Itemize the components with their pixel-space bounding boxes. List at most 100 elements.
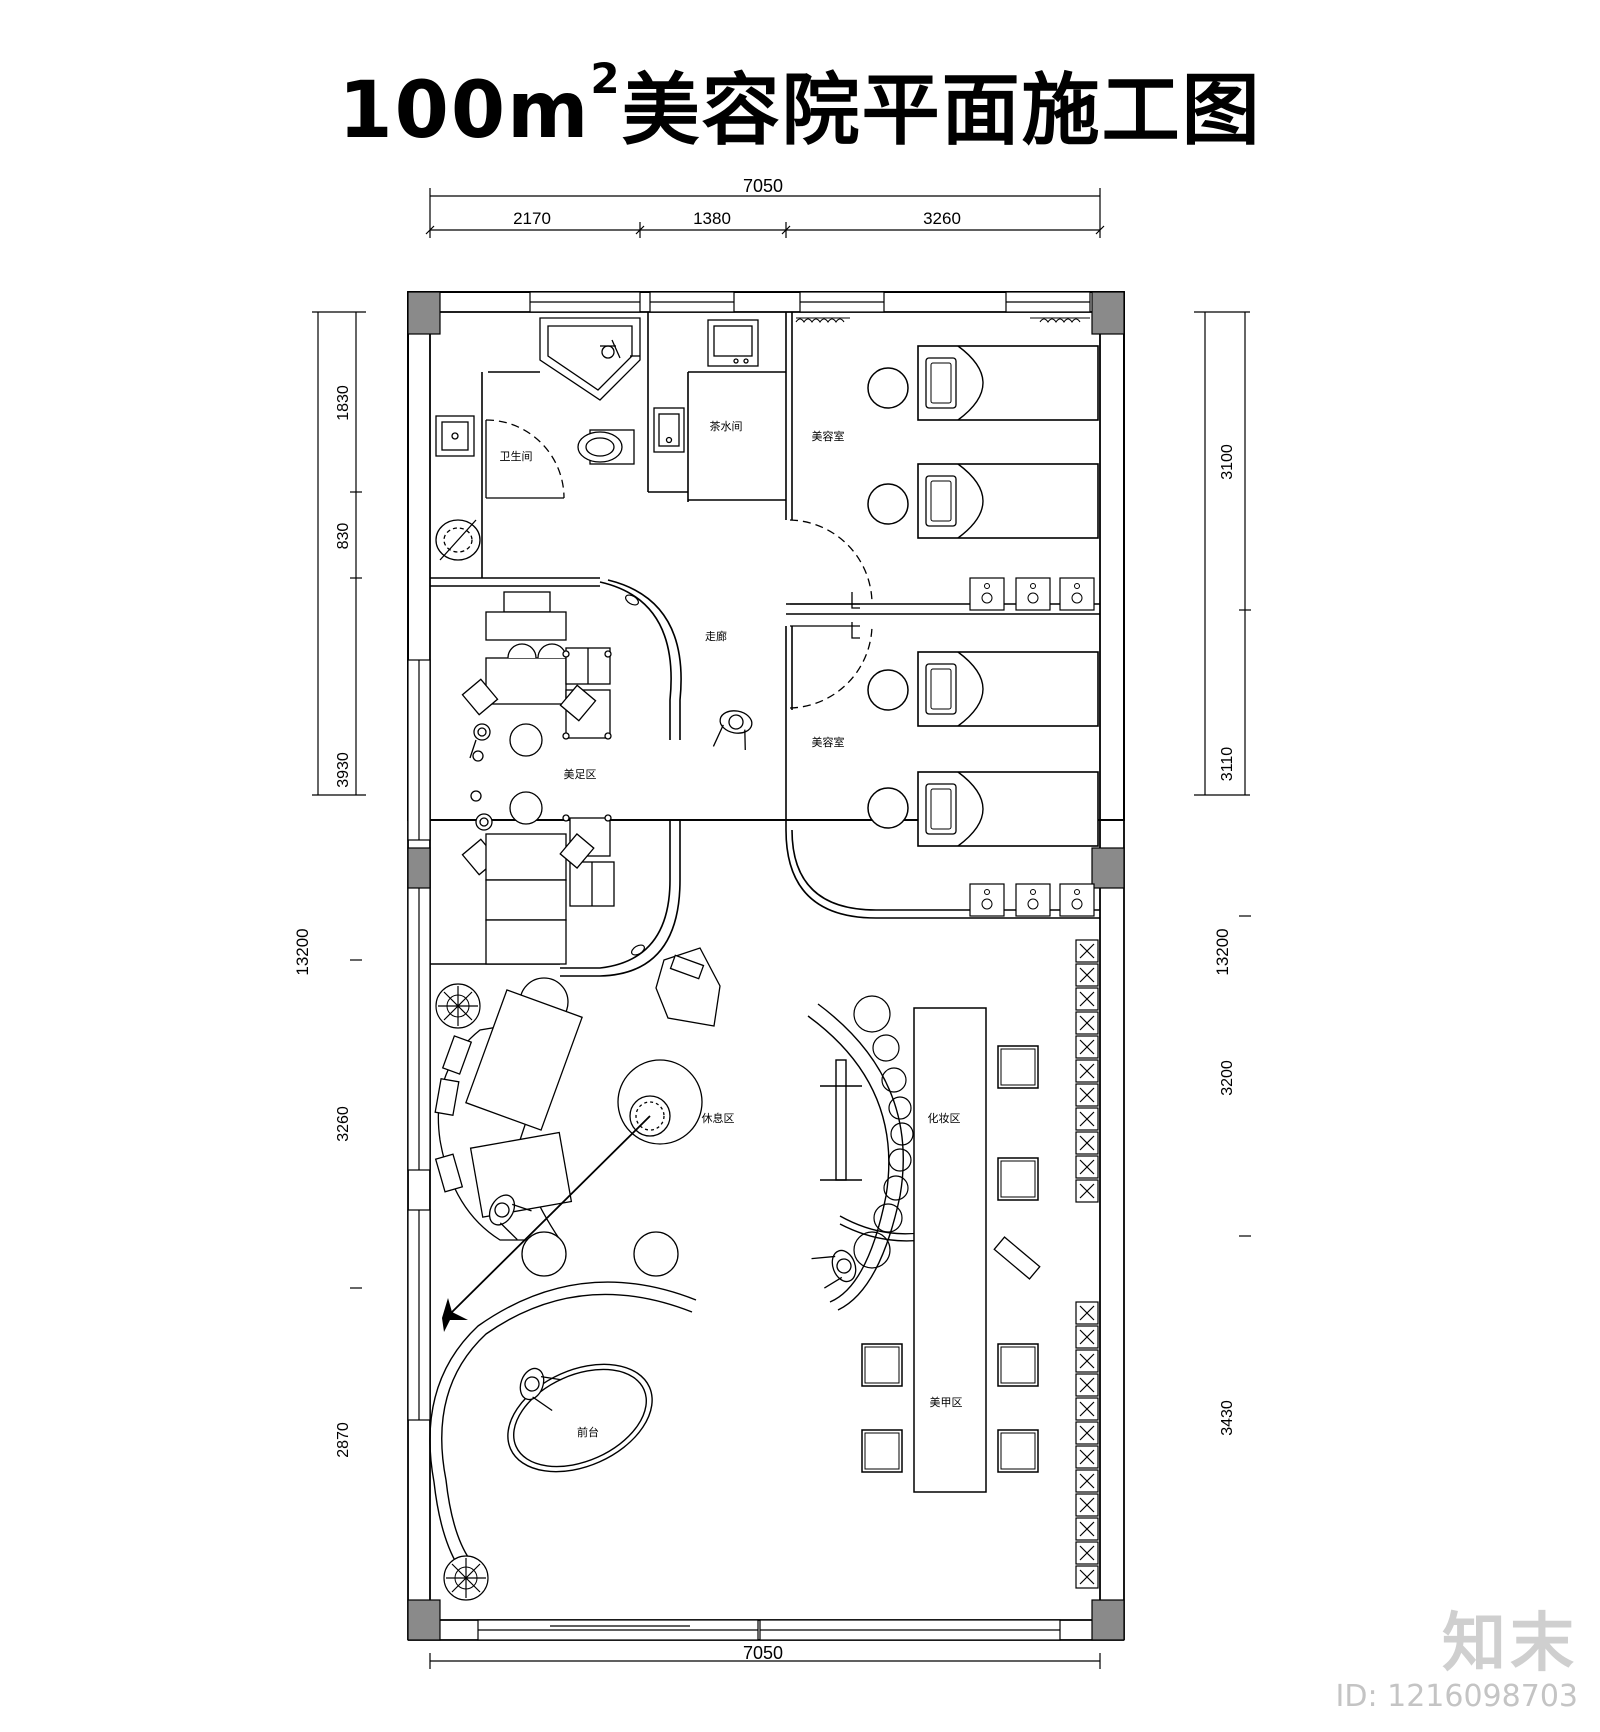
chair-makeup-3 — [993, 1236, 1041, 1280]
watermark-logo: 知末 — [1442, 1607, 1578, 1681]
shelf-cell-cross — [1079, 1569, 1095, 1585]
shelf-cell-cross — [1079, 1305, 1095, 1321]
shelf-cell-cross — [1079, 991, 1095, 1007]
label-foot-area: 美足区 — [564, 768, 597, 781]
sink-unit-5 — [1015, 883, 1051, 917]
restroom-sink — [435, 415, 475, 457]
watermark-id: ID: 1216098703 — [1335, 1679, 1578, 1714]
label-tea-room: 茶水间 — [710, 420, 743, 433]
shelf-cell-cross — [1079, 1401, 1095, 1417]
plant-reception — [443, 1555, 489, 1601]
toilet — [577, 429, 635, 465]
curtain-tracks — [795, 317, 1090, 323]
label-beauty-room-1: 美容室 — [812, 429, 845, 443]
title-superscript: 2 — [590, 54, 622, 103]
person-reception — [514, 1364, 565, 1412]
dim-left-seg-2: 830 — [335, 523, 352, 550]
dim-left-seg-5: 2870 — [335, 1422, 352, 1458]
windows — [407, 291, 1091, 1641]
beauty-stool-2 — [867, 483, 909, 525]
floor-lamp-line — [447, 1115, 651, 1317]
shelf-cell-cross — [1079, 1135, 1095, 1151]
shelf-cell-cross — [1079, 1545, 1095, 1561]
label-reception: 前台 — [577, 1425, 599, 1439]
sink-unit-3 — [1059, 577, 1095, 611]
shelf-cell-cross — [1079, 1039, 1095, 1055]
structural-columns — [407, 291, 1125, 1641]
label-corridor: 走廊 — [705, 629, 727, 643]
dim-right-seg-2: 3110 — [1219, 747, 1236, 782]
shelf-cell-cross — [1079, 1425, 1095, 1441]
beauty-stool-1 — [867, 367, 909, 409]
beauty-stool-4 — [867, 787, 909, 829]
chair-nail-4 — [997, 1429, 1039, 1473]
dim-left-seg-4: 3260 — [335, 1106, 352, 1142]
microwave — [707, 319, 759, 367]
nail-table — [913, 1007, 987, 1493]
person-corridor — [712, 707, 755, 754]
shelf-cell-cross — [1079, 1329, 1095, 1345]
shelf-cell-cross — [1079, 1159, 1095, 1175]
chair-makeup-2 — [997, 1157, 1039, 1201]
beauty-stool-3 — [867, 669, 909, 711]
title-main: 100m — [338, 66, 591, 156]
dim-top-seg-3: 3260 — [923, 209, 961, 228]
dim-bottom-total: 7050 — [743, 1643, 783, 1663]
label-restroom: 卫生间 — [500, 449, 533, 463]
dim-left-seg-1: 1830 — [335, 385, 352, 421]
shelf-cell-cross — [1079, 1377, 1095, 1393]
chair-nail-2 — [997, 1343, 1039, 1387]
label-nail-area: 美甲区 — [930, 1396, 963, 1409]
shelf-cell-cross — [1079, 1497, 1095, 1513]
display-shelves — [1075, 939, 1099, 1589]
dim-right-seg-4: 3430 — [1219, 1400, 1236, 1436]
wall-ticks — [625, 594, 645, 956]
reception-desk — [429, 1281, 697, 1567]
shelf-cell-cross — [1079, 1015, 1095, 1031]
label-beauty-room-2: 美容室 — [812, 735, 845, 749]
chair-nail-1 — [861, 1343, 903, 1387]
shelf-cell-cross — [1079, 1521, 1095, 1537]
beauty-bed-2 — [917, 463, 1099, 539]
shelf-cell-cross — [1079, 1183, 1095, 1199]
beauty-bed-1 — [917, 345, 1099, 421]
title-rest: 美容院平面施工图 — [621, 66, 1262, 156]
makeup-stools — [853, 995, 914, 1269]
dim-left-seg-3: 3930 — [335, 752, 352, 788]
shelf-cell-cross — [1079, 943, 1095, 959]
dim-left-total: 13200 — [293, 928, 312, 975]
plant-lounge — [435, 983, 481, 1029]
shelf-cell-cross — [1079, 1111, 1095, 1127]
dim-top-total: 7050 — [743, 176, 783, 196]
shelf-cell-cross — [1079, 967, 1095, 983]
floor-lamp-base — [442, 1298, 468, 1332]
sink-unit-1 — [969, 577, 1005, 611]
washing-machine — [435, 519, 481, 561]
shelf-cell-cross — [1079, 1473, 1095, 1489]
shelf-cell-cross — [1079, 1063, 1095, 1079]
beauty-room-doors — [789, 519, 873, 709]
dim-right-seg-3: 3200 — [1219, 1060, 1236, 1096]
dimension-lines — [312, 188, 1251, 1669]
shelf-cell-cross — [1079, 1449, 1095, 1465]
drawing-title: 100m2美容院平面施工图 — [0, 48, 1600, 160]
foot-area-furniture — [461, 591, 615, 965]
sink-unit-2 — [1015, 577, 1051, 611]
beauty-bed-3 — [917, 651, 1099, 727]
beauty-bed-4 — [917, 771, 1099, 847]
chair-nail-3 — [861, 1429, 903, 1473]
shower — [539, 317, 641, 401]
dim-right-total: 13200 — [1213, 928, 1232, 975]
dim-top-seg-2: 1380 — [693, 209, 731, 228]
dim-right-seg-1: 3100 — [1219, 444, 1236, 480]
restroom-door — [485, 419, 565, 499]
interior-walls — [430, 312, 1100, 977]
dim-top-seg-1: 2170 — [513, 209, 551, 228]
sink-unit-4 — [969, 883, 1005, 917]
shelf-cell-cross — [1079, 1087, 1095, 1103]
shelf-cell-cross — [1079, 1353, 1095, 1369]
watermark: 知末 ID: 1216098703 — [1336, 1609, 1578, 1714]
tea-sink — [653, 407, 685, 453]
